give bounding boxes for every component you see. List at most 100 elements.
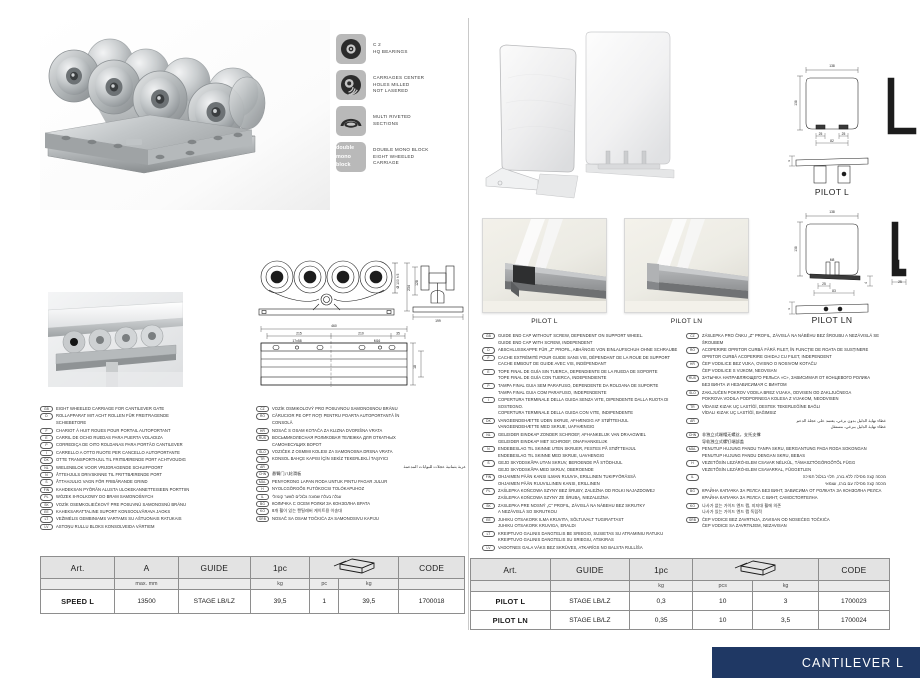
language-code-badge: S [482, 460, 495, 467]
language-code-badge: H [256, 486, 269, 493]
language-code-badge: CHN [686, 431, 699, 439]
language-code-badge: SLO [256, 449, 269, 456]
cell-pcs: 10 [692, 591, 754, 611]
th-1pc: 1pc [629, 558, 694, 581]
language-description: VEZETŐSÍN LEZÁRÓ-ELEM CSAVAR NÉLKÜL, TÁM… [702, 460, 856, 472]
language-code-badge: E [40, 434, 53, 442]
feature-item: CARRIAGES CENTER HOLES MILLED NOT LASERE… [336, 70, 466, 100]
package-box-icon [733, 560, 777, 579]
language-code-badge: DK [482, 417, 495, 425]
language-code-badge: D [40, 413, 53, 420]
riveted-section-icon [336, 106, 366, 136]
language-description: TAMPA FINAL GUIA SEM PARAFUSO, DEPENDENT… [498, 382, 659, 395]
language-code-badge: LT [40, 516, 53, 523]
bearing-icon [336, 34, 366, 64]
language-description: ACOPERIRE OPRITOR CURBĂ FĂRĂ FILET, ÎN F… [702, 347, 869, 359]
package-box-icon [332, 558, 376, 577]
language-description: עגלה בעלת שמונה גלגלים לשער קונזולי [272, 493, 342, 499]
language-description: VİDASIZ KIZAK UÇ LASTİĞİ, DESTEK TEKERLE… [702, 403, 821, 416]
language-description: غطاء نهاية الدليل بدون برغي، يعتمد على ع… [796, 417, 886, 430]
unit-art [39, 578, 116, 590]
language-code-badge: S [40, 479, 53, 486]
language-description: ÅTTAHJULIG VAGN FÖR FRIBÄRANDE GRIND [56, 479, 148, 485]
svg-text:25: 25 [842, 132, 846, 136]
table-units-row: max. mm kg pc kg [39, 578, 465, 590]
footer-banner: CANTILEVER L [712, 647, 920, 678]
speed-l-spec-table: Art. A GUIDE 1pc [39, 556, 465, 614]
svg-text:4: 4 [864, 282, 868, 284]
language-code-badge: MAL [686, 446, 699, 453]
cell-guide: STAGE LB/LZ [177, 589, 251, 614]
language-description: VOZIČEK Z OSMIMI KOLESI ZA SAMONOSNA DRS… [272, 449, 393, 455]
language-code-badge: BG [256, 500, 269, 508]
language-description: عربة بثمانية عجلات للبوابات المدعمة [403, 463, 466, 469]
language-code-badge: F [482, 354, 495, 361]
language-description: ASTOŅU RULLU BLOKS KONSOLVEIDA VĀRTIEM [56, 523, 155, 529]
language-code-badge: CZ [686, 333, 699, 340]
cell-pc: 1 [309, 589, 340, 614]
dim-wheel-dia: Ø 100 h 5 [396, 273, 400, 288]
language-description: CHARIOT À HUIT ROUES POUR PORTAIL AUTOPO… [56, 427, 171, 433]
language-code-badge: SRB [256, 515, 269, 523]
unit-art [470, 580, 551, 592]
cell-art: PILOT LN [470, 610, 551, 630]
svg-text:18: 18 [413, 365, 417, 369]
cell-a: 13500 [114, 589, 179, 614]
svg-text:460: 460 [331, 324, 337, 328]
th-1pc: 1pc [249, 556, 311, 579]
language-code-badge: H [686, 460, 699, 467]
pilot-ln-drawing-label: PILOT LN [812, 315, 853, 324]
language-code-badge: RO [256, 413, 269, 420]
language-code-badge: EE [482, 516, 495, 524]
language-code-badge: KO [686, 502, 699, 509]
th-a: A [114, 556, 179, 579]
language-description: ÅTTEHJULS DRIVSKINNE TIL FRITTBÆRENDE PO… [56, 471, 163, 477]
language-code-badge: D [482, 347, 495, 354]
language-description: VOZÍK OSEMKOLIEČKOVÝ PRE POSUVNÚ SAMONOS… [56, 501, 187, 507]
language-description: ZÁSLEPKA PRO ČNKU „Z" PROFIL, ZÁVISLÁ NA… [702, 333, 880, 345]
language-description: CARRELLO A OTTO RUOTE PER CANCELLO AUTOP… [56, 449, 180, 455]
th-code: CODE [817, 558, 891, 581]
unit-1pc: kg [249, 578, 311, 590]
svg-text:234: 234 [407, 285, 411, 291]
language-code-badge: E [482, 368, 495, 376]
pilot-l-dim-height: 138 [794, 100, 798, 106]
svg-text:210: 210 [358, 332, 364, 336]
language-description: EIGHT WHEELED CARRIAGE FOR CANTILEVER GA… [56, 406, 165, 411]
language-code-badge: RO [686, 347, 699, 354]
language-description: GUIDE END CAP WITHOUT SCREW, DEPENDENT O… [498, 333, 644, 345]
cell-art: PILOT L [470, 591, 551, 611]
language-code-badge: RUS [686, 375, 699, 382]
pilot-technical-drawings: 138 138 25 25 82 4 138 138 M8 25 83 4 25… [787, 24, 920, 325]
svg-text:25: 25 [822, 282, 826, 286]
language-description: ENDEBESLAG TIL SKINNE UTEN SKRUER, FESTE… [498, 446, 637, 458]
th-box-icon [692, 558, 819, 581]
language-code-badge: LT [482, 530, 495, 538]
language-description: GEJD SKYDDSKÅPA UTAN SKRUV, BEROENDE PÅ … [498, 460, 623, 472]
language-code-badge: SLO [686, 389, 699, 396]
